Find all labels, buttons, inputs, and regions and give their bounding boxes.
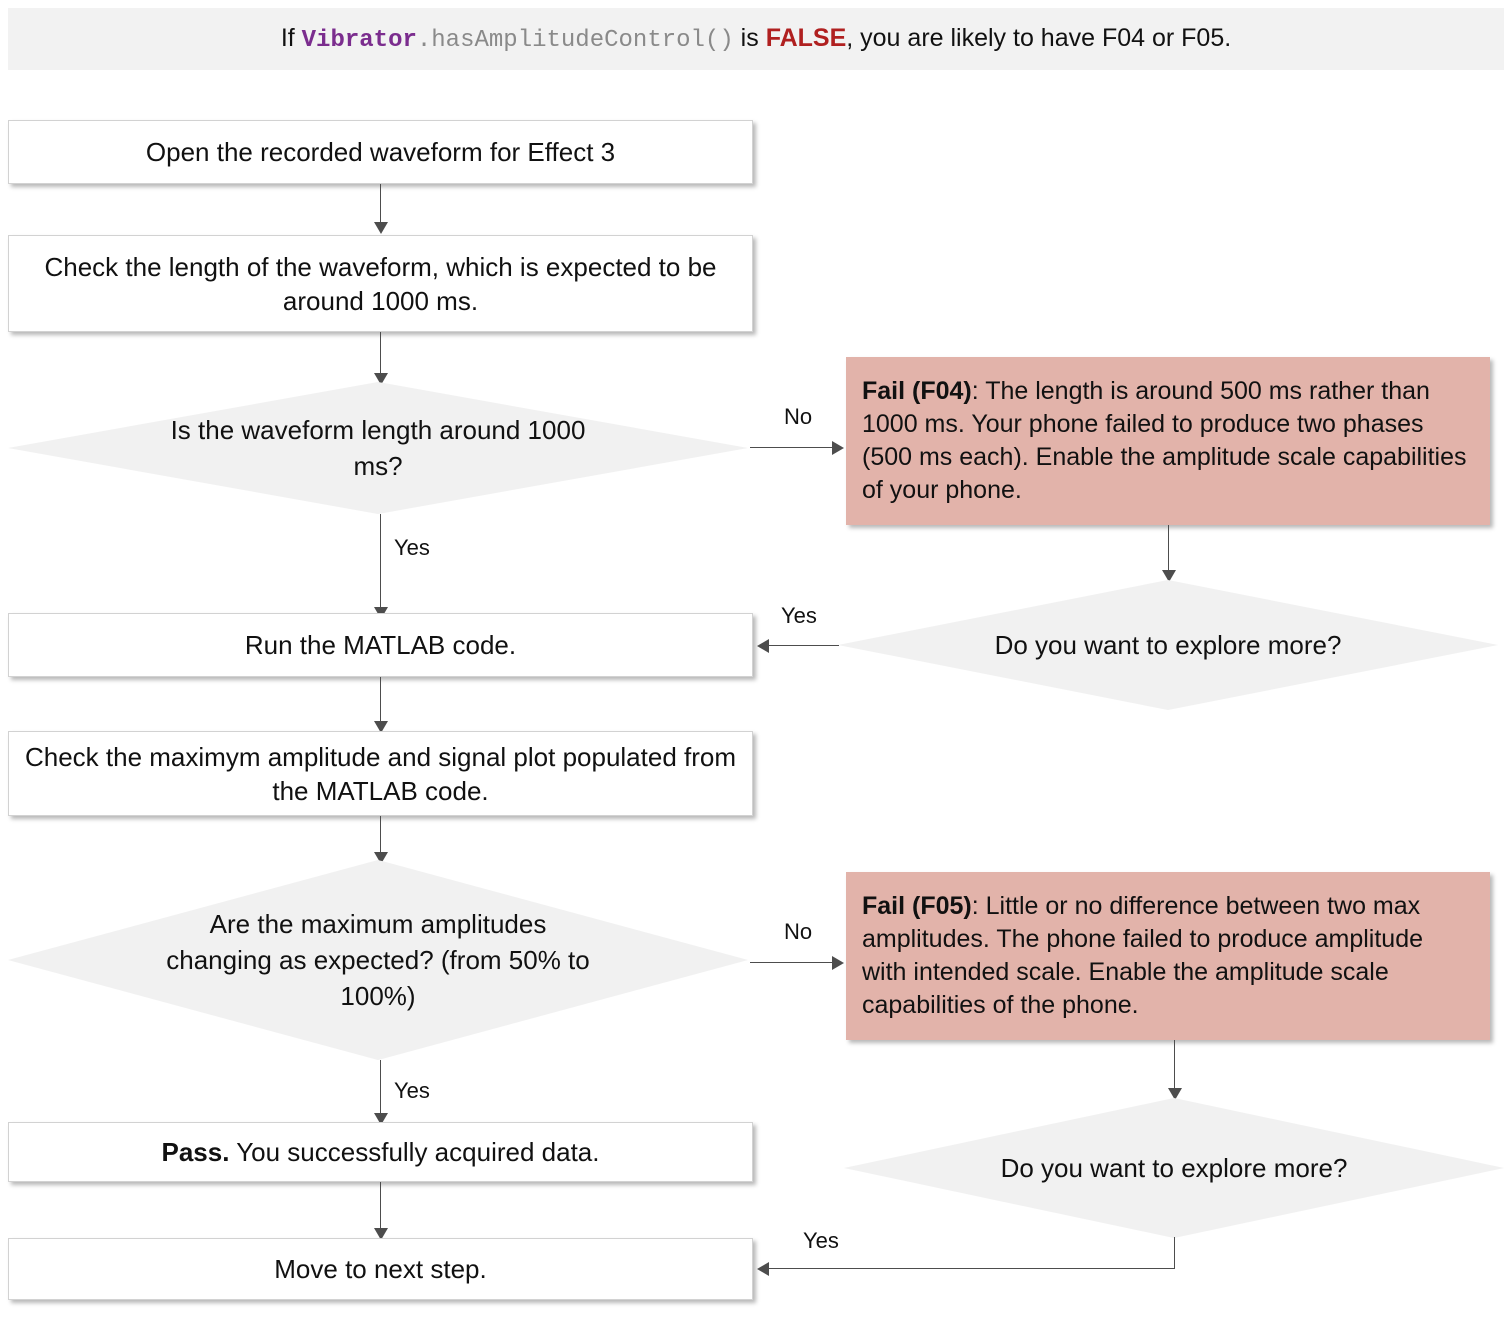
header-banner: If Vibrator.hasAmplitudeControl() is FAL… bbox=[8, 8, 1504, 70]
edge-label-yes-2: Yes bbox=[394, 1078, 430, 1103]
connector-explore2-yes-horizontal bbox=[769, 1268, 1175, 1269]
arrowhead-open-to-check bbox=[374, 222, 388, 234]
connector-decision1-no bbox=[750, 447, 832, 448]
header-keyword-false: FALSE bbox=[765, 23, 847, 52]
node-fail-f04-bold: Fail (F04) bbox=[862, 377, 972, 405]
arrowhead-decision2-no bbox=[832, 956, 844, 970]
node-fail-f05-content: Fail (F05): Little or no difference betw… bbox=[862, 890, 1474, 1022]
arrowhead-matlab-to-checkamp bbox=[374, 721, 388, 733]
node-fail-f05-bold: Fail (F05) bbox=[862, 892, 972, 920]
arrowhead-explore2-yes bbox=[757, 1262, 769, 1276]
connector-decision1-yes bbox=[380, 514, 381, 609]
connector-check-to-decision1 bbox=[380, 332, 381, 375]
node-explore-more-2-label: Do you want to explore more? bbox=[1000, 1153, 1348, 1183]
node-decision-max-amplitudes-label: Are the maximum amplitudes changing as e… bbox=[166, 909, 590, 1011]
connector-open-to-check bbox=[380, 184, 381, 224]
edge-label-yes-1: Yes bbox=[394, 535, 430, 560]
node-explore-more-1-label: Do you want to explore more? bbox=[994, 630, 1342, 660]
header-statement: If Vibrator.hasAmplitudeControl() is FAL… bbox=[281, 23, 1231, 56]
edge-label-yes-explore-1: Yes bbox=[781, 603, 817, 628]
node-explore-more-2[interactable]: Do you want to explore more? bbox=[844, 1098, 1504, 1238]
node-pass[interactable]: Pass. You successfully acquired data. bbox=[8, 1122, 753, 1182]
node-fail-f05-text: : Little or no difference between two ma… bbox=[862, 892, 1424, 1019]
node-pass-label: Pass. You successfully acquired data. bbox=[162, 1135, 600, 1169]
node-run-matlab-label: Run the MATLAB code. bbox=[244, 630, 517, 660]
arrowhead-f04-to-explore1 bbox=[1162, 570, 1176, 582]
connector-f04-to-explore1 bbox=[1168, 525, 1169, 572]
node-move-next-step[interactable]: Move to next step. bbox=[8, 1238, 753, 1300]
node-move-next-step-label: Move to next step. bbox=[274, 1254, 487, 1284]
node-pass-text: You successfully acquired data. bbox=[229, 1137, 600, 1167]
connector-pass-to-movenext bbox=[380, 1182, 381, 1230]
header-middle: is bbox=[733, 23, 766, 52]
node-check-length[interactable]: Check the length of the waveform, which … bbox=[8, 235, 753, 332]
node-decision-waveform-length[interactable]: Is the waveform length around 1000 ms? bbox=[8, 382, 748, 514]
arrowhead-pass-to-movenext bbox=[374, 1228, 388, 1240]
connector-explore1-yes bbox=[769, 645, 839, 646]
node-check-length-label: Check the length of the waveform, which … bbox=[44, 251, 717, 316]
connector-decision2-no bbox=[750, 962, 832, 963]
connector-checkamp-to-decision2 bbox=[380, 816, 381, 856]
edge-label-yes-explore-2: Yes bbox=[803, 1228, 839, 1253]
header-method-name: .hasAmplitudeControl() bbox=[416, 26, 734, 54]
node-decision-max-amplitudes[interactable]: Are the maximum amplitudes changing as e… bbox=[8, 860, 748, 1060]
node-explore-more-1[interactable]: Do you want to explore more? bbox=[838, 580, 1498, 710]
node-fail-f04-text: : The length is around 500 ms rather tha… bbox=[862, 377, 1467, 504]
arrowhead-explore1-yes bbox=[757, 639, 769, 653]
header-suffix: , you are likely to have F04 or F05. bbox=[846, 23, 1232, 52]
arrowhead-check-to-decision1 bbox=[374, 373, 388, 385]
node-check-amplitude[interactable]: Check the maximym amplitude and signal p… bbox=[8, 731, 753, 816]
connector-f05-to-explore2 bbox=[1174, 1040, 1175, 1090]
node-fail-f04-content: Fail (F04): The length is around 500 ms … bbox=[862, 375, 1474, 507]
header-class-name: Vibrator bbox=[301, 26, 417, 54]
node-fail-f05[interactable]: Fail (F05): Little or no difference betw… bbox=[846, 872, 1490, 1040]
connector-matlab-to-checkamp bbox=[380, 677, 381, 723]
edge-label-no-2: No bbox=[784, 919, 813, 944]
edge-label-no-1: No bbox=[784, 404, 813, 429]
node-pass-bold: Pass. bbox=[161, 1137, 230, 1167]
node-decision-waveform-length-label: Is the waveform length around 1000 ms? bbox=[170, 415, 586, 481]
node-run-matlab[interactable]: Run the MATLAB code. bbox=[8, 613, 753, 677]
arrowhead-f05-to-explore2 bbox=[1168, 1088, 1182, 1100]
node-check-amplitude-label: Check the maximym amplitude and signal p… bbox=[24, 741, 737, 806]
arrowhead-decision1-no bbox=[832, 441, 844, 455]
node-fail-f04[interactable]: Fail (F04): The length is around 500 ms … bbox=[846, 357, 1490, 525]
header-prefix: If bbox=[280, 23, 302, 52]
node-open-waveform[interactable]: Open the recorded waveform for Effect 3 bbox=[8, 120, 753, 184]
connector-explore2-yes-vertical bbox=[1174, 1237, 1175, 1269]
connector-decision2-yes bbox=[380, 1060, 381, 1115]
node-open-waveform-label: Open the recorded waveform for Effect 3 bbox=[145, 137, 616, 167]
